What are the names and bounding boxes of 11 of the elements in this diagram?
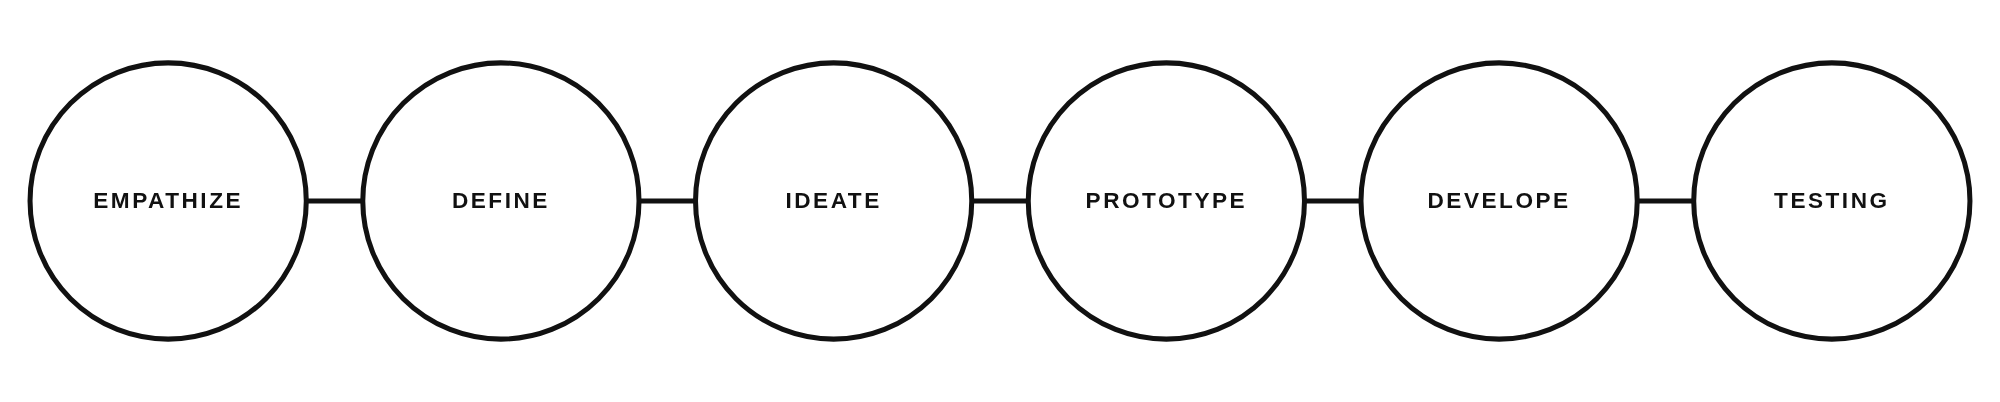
node-circle: TESTING <box>1691 60 1973 342</box>
node-circle: IDEATE <box>693 60 975 342</box>
node-circle: DEVELOPE <box>1358 60 1640 342</box>
connector <box>971 198 1029 204</box>
connector <box>1637 198 1694 204</box>
connector <box>1304 198 1361 204</box>
connector <box>639 198 696 204</box>
node-circle: EMPATHIZE <box>27 60 309 342</box>
connector <box>306 198 363 204</box>
node-circle: DEFINE <box>360 60 642 342</box>
node-circle: PROTOTYPE <box>1025 60 1307 342</box>
